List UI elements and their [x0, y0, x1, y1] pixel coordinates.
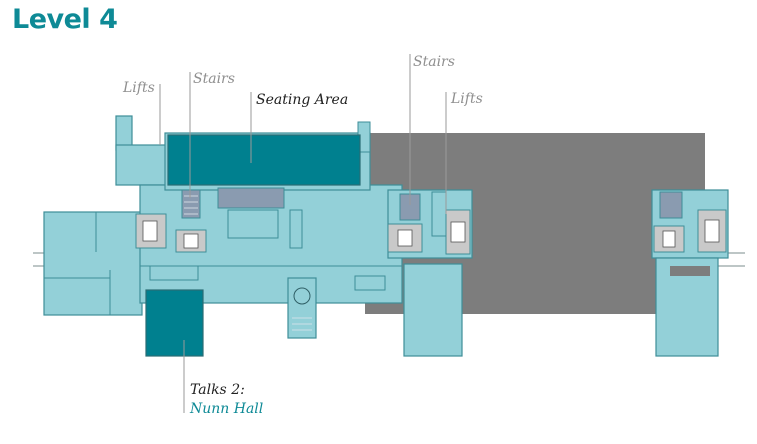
page-title: Level 4 — [12, 4, 118, 35]
south-entrance[interactable] — [287, 277, 317, 339]
nunn-hall-room[interactable] — [145, 289, 204, 357]
seating-area-label: Seating Area — [256, 92, 348, 108]
lifts-right-label: Lifts — [450, 91, 483, 107]
talks-title-label: Talks 2: — [190, 382, 245, 398]
room-west-wing[interactable] — [43, 211, 143, 316]
lift-core-left — [135, 213, 167, 249]
stairs-left-label: Stairs — [193, 71, 235, 87]
stairs-right-label: Stairs — [413, 54, 455, 70]
lifts-left-label: Lifts — [122, 80, 155, 96]
seating-area-room[interactable] — [167, 134, 361, 186]
stairs-left — [181, 189, 201, 219]
nunn-hall-label: Nunn Hall — [189, 401, 263, 417]
